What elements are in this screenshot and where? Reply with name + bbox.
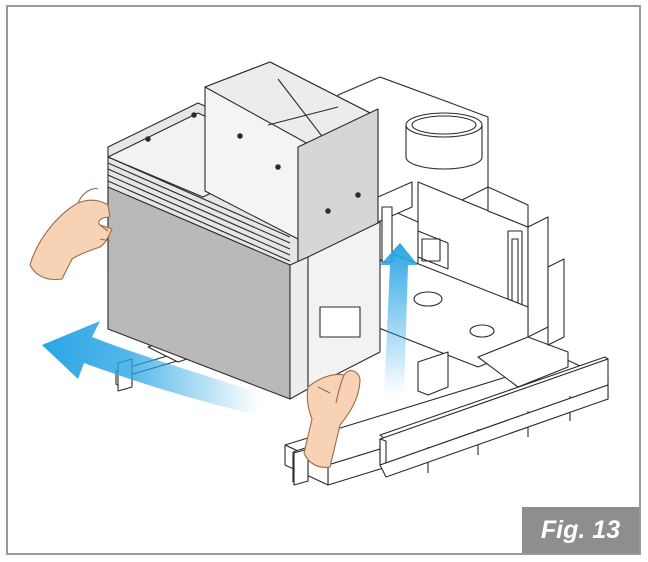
pallet-base	[284, 356, 609, 486]
assembly-illustration	[29, 61, 609, 486]
lift-arrow	[380, 243, 418, 395]
flue-outlet	[405, 112, 483, 170]
stove-body	[107, 61, 413, 400]
left-hand	[29, 188, 113, 281]
right-hand	[303, 370, 361, 468]
figure-label: Fig. 13	[522, 507, 639, 553]
pull-arrow	[42, 321, 260, 415]
figure-frame: Fig. 13	[6, 5, 641, 555]
